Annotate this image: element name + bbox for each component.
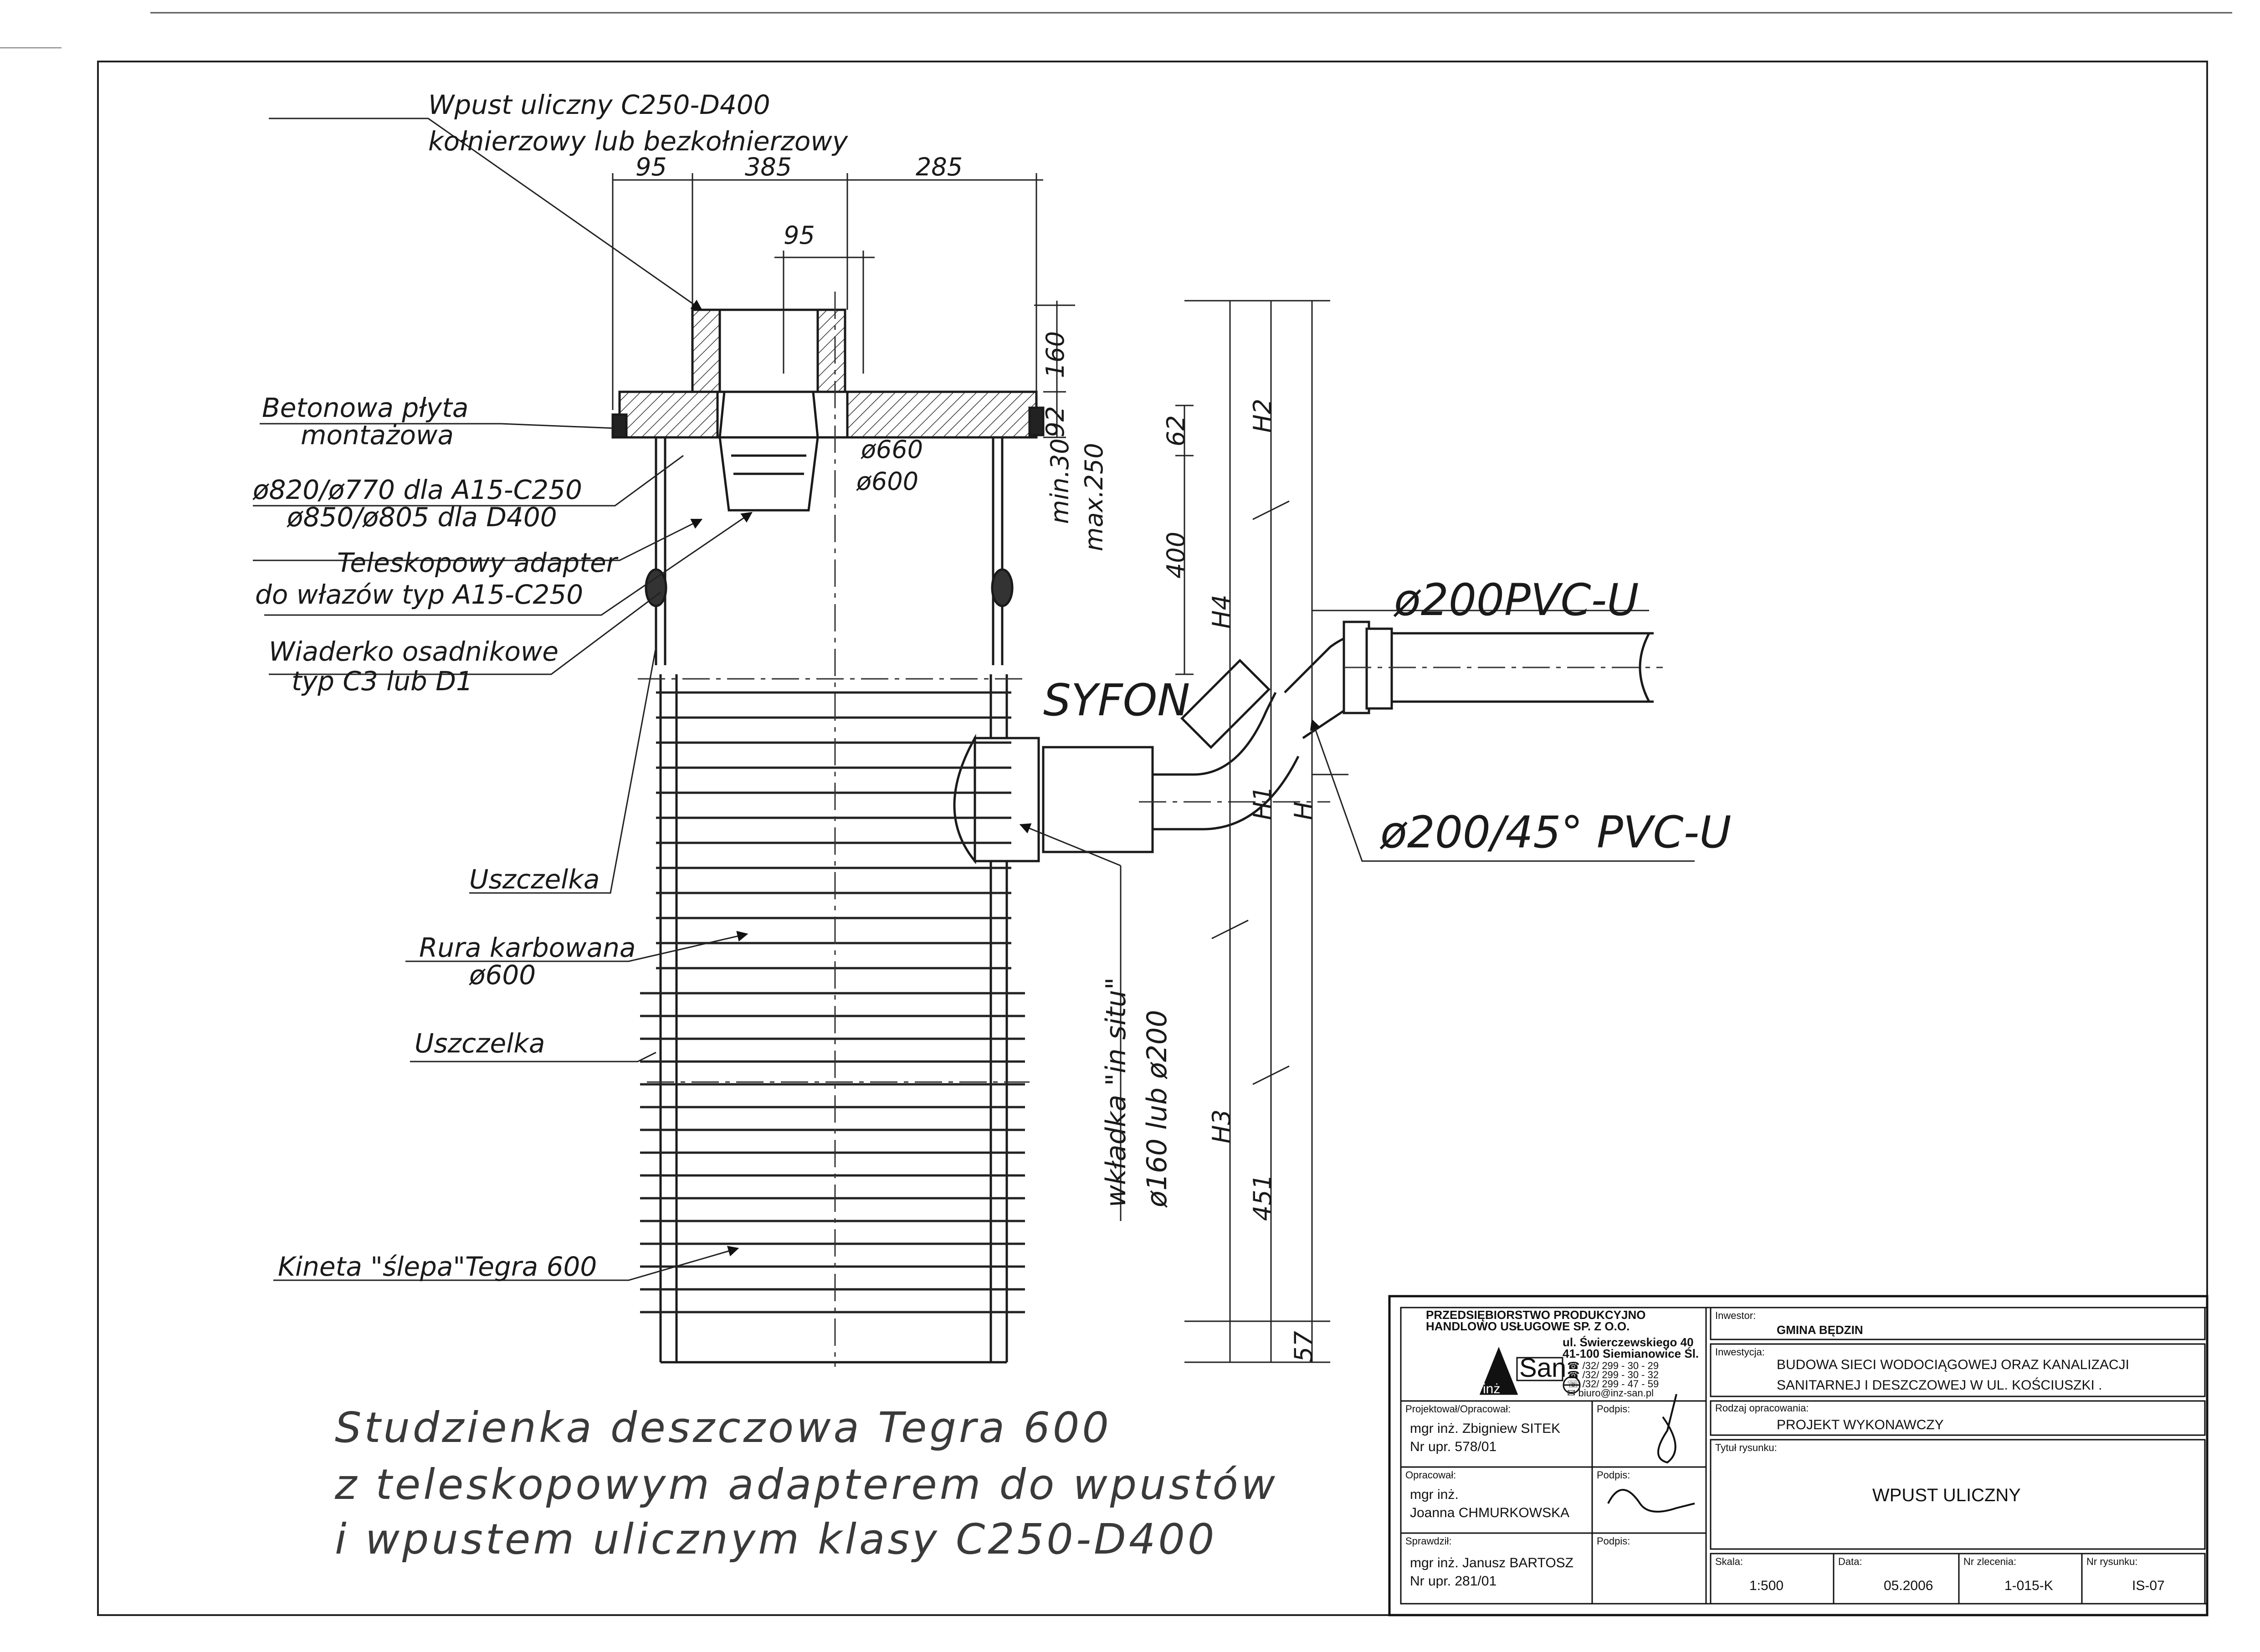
label-rura-line2: ø600 — [469, 959, 536, 990]
dim-top-385: 385 — [745, 153, 792, 181]
dim-v-57: 57 — [1289, 1331, 1318, 1362]
title-block — [1388, 1295, 2209, 1616]
tb-tel2: ☎ /32/ 299 - 30 - 32 — [1567, 1369, 1659, 1380]
label-plyta-line2: montażowa — [301, 420, 454, 451]
tb-rysunku-value: IS-07 — [2132, 1578, 2165, 1593]
tb-sprawdzil-upr: Nr upr. 281/01 — [1410, 1574, 1496, 1589]
dimension-lines — [253, 118, 1695, 1363]
tb-logo-text2: inż — [1483, 1381, 1500, 1396]
tb-sprawdzil-label: Sprawdził: — [1405, 1535, 1451, 1547]
label-adapter-line1: Teleskopowy adapter — [337, 547, 619, 578]
tb-inwestor-value: GMINA BĘDZIN — [1777, 1323, 1863, 1337]
tb-rodzaj-label: Rodzaj opracowania: — [1715, 1402, 1809, 1414]
label-uszczelka-1: Uszczelka — [469, 864, 600, 895]
dim-v-min30: min.30 — [1045, 438, 1074, 524]
tb-opracowal-title: mgr inż. — [1410, 1487, 1459, 1502]
dim-h: H — [1289, 801, 1318, 820]
dim-v-451: 451 — [1248, 1174, 1277, 1221]
corrugation-ribs — [640, 691, 1025, 1313]
tb-inwestycja-label: Inwestycja: — [1715, 1346, 1765, 1358]
label-wiaderko-line2: typ C3 lub D1 — [292, 666, 473, 697]
sheet-border — [97, 61, 2208, 1616]
label-d660: ø660 — [861, 435, 923, 464]
tb-projektowal-upr: Nr upr. 578/01 — [1410, 1439, 1496, 1454]
tb-tytul-value: WPUST ULICZNY — [1872, 1485, 2021, 1505]
tb-podpis-3: Podpis: — [1597, 1535, 1630, 1547]
caption-line1: Studzienka deszczowa Tegra 600 — [335, 1403, 1112, 1452]
label-wpust-line2: kołnierzowy lub bezkołnierzowy — [428, 126, 848, 157]
tb-inwestycja-line2: SANITARNEJ I DESZCZOWEJ W UL. KOŚCIUSZKI… — [1777, 1377, 2102, 1393]
tb-fax: ☏ /32/ 299 - 47 - 59 — [1567, 1378, 1659, 1390]
label-d600: ø600 — [856, 467, 918, 496]
dim-h1: H1 — [1248, 786, 1277, 820]
drawing-caption: Studzienka deszczowa Tegra 600 z telesko… — [334, 1403, 1278, 1564]
well-structure — [611, 308, 1654, 1364]
label-pvc200: ø200PVC-U — [1393, 575, 1639, 626]
tb-inwestycja-line1: BUDOWA SIECI WODOCIĄGOWEJ ORAZ KANALIZAC… — [1777, 1357, 2129, 1372]
dim-v-62: 62 — [1162, 415, 1190, 446]
label-diam-line2: ø850/ø805 dla D400 — [287, 502, 557, 533]
dim-v-160: 160 — [1041, 331, 1070, 378]
tb-tel1: ☎ /32/ 299 - 30 - 29 — [1567, 1360, 1659, 1371]
tb-company-line2: HANDLOWO USŁUGOWE SP. Z O.O. — [1426, 1319, 1630, 1333]
dim-h3: H3 — [1207, 1109, 1236, 1144]
label-pvc200-45: ø200/45° PVC-U — [1379, 807, 1731, 858]
label-adapter-line2: do włazów typ A15-C250 — [255, 579, 583, 610]
tb-inwestor-label: Inwestor: — [1715, 1310, 1756, 1321]
tb-projektowal-name: mgr inż. Zbigniew SITEK — [1410, 1421, 1560, 1436]
tb-projektowal-label: Projektował/Opracował: — [1405, 1403, 1511, 1415]
label-syfon: SYFON — [1043, 675, 1190, 726]
dimension-values: 95 385 285 95 160 92 62 min.30 max.250 4… — [635, 153, 1318, 1362]
dim-v-max250: max.250 — [1080, 443, 1108, 551]
label-uszczelka-2: Uszczelka — [415, 1028, 545, 1059]
tb-rodzaj-value: PROJEKT WYKONAWCZY — [1777, 1417, 1944, 1432]
tb-skala-value: 1:500 — [1749, 1578, 1783, 1593]
tb-addr-line1: ul. Świerczewskiego 40 — [1563, 1335, 1694, 1349]
label-rura-line1: Rura karbowana — [419, 932, 635, 963]
tb-data-value: 05.2006 — [1884, 1578, 1933, 1593]
tb-addr-line2: 41-100 Siemianowice Śl. — [1563, 1347, 1699, 1360]
dim-v-400: 400 — [1162, 532, 1190, 579]
dim-h4: H4 — [1207, 595, 1236, 629]
tb-rysunku-label: Nr rysunku: — [2086, 1556, 2137, 1567]
label-plyta-line1: Betonowa płyta — [262, 392, 468, 423]
label-wkladka-line1: wkładka "in situ" — [1100, 977, 1132, 1207]
centerlines — [638, 292, 1663, 1367]
tb-company-line1: PRZEDSIĘBIORSTWO PRODUKCYJNO — [1426, 1308, 1646, 1322]
label-kineta: Kineta "ślepa"Tegra 600 — [278, 1251, 597, 1282]
caption-line2: z teleskopowym adapterem do wpustów — [334, 1460, 1278, 1509]
dim-top-285: 285 — [916, 153, 963, 181]
callout-labels: Wpust uliczny C250-D400 kołnierzowy lub … — [252, 89, 1731, 1282]
tb-tytul-label: Tytuł rysunku: — [1715, 1442, 1777, 1453]
tb-data-label: Data: — [1838, 1556, 1862, 1567]
dim-v-92: 92 — [1041, 406, 1070, 437]
tb-email: ✉ biuro@inz-san.pl — [1567, 1387, 1654, 1399]
dim-inner-95: 95 — [784, 221, 815, 250]
dim-top-95: 95 — [635, 153, 667, 181]
tb-opracowal-label: Opracował: — [1405, 1469, 1456, 1481]
label-wpust-line1: Wpust uliczny C250-D400 — [428, 89, 770, 120]
title-block-text: PRZEDSIĘBIORSTWO PRODUKCYJNO HANDLOWO US… — [1405, 1308, 2165, 1593]
caption-line3: i wpustem ulicznym klasy C250-D400 — [335, 1515, 1217, 1564]
tb-sprawdzil-name: mgr inż. Janusz BARTOSZ — [1410, 1555, 1573, 1570]
tb-logo-text: San — [1519, 1353, 1566, 1383]
tb-zlecenia-label: Nr zlecenia: — [1963, 1556, 2016, 1567]
tb-zlecenia-value: 1-015-K — [2004, 1578, 2053, 1593]
tb-podpis-1: Podpis: — [1597, 1403, 1630, 1415]
label-wkladka-line2: ø160 lub ø200 — [1141, 1010, 1173, 1208]
tb-skala-label: Skala: — [1715, 1556, 1743, 1567]
tb-podpis-2: Podpis: — [1597, 1469, 1630, 1481]
tb-opracowal-name: Joanna CHMURKOWSKA — [1410, 1505, 1569, 1520]
label-wiaderko-line1: Wiaderko osadnikowe — [269, 636, 559, 667]
label-diam-line1: ø820/ø770 dla A15-C250 — [252, 474, 582, 505]
dim-h2: H2 — [1248, 399, 1277, 433]
